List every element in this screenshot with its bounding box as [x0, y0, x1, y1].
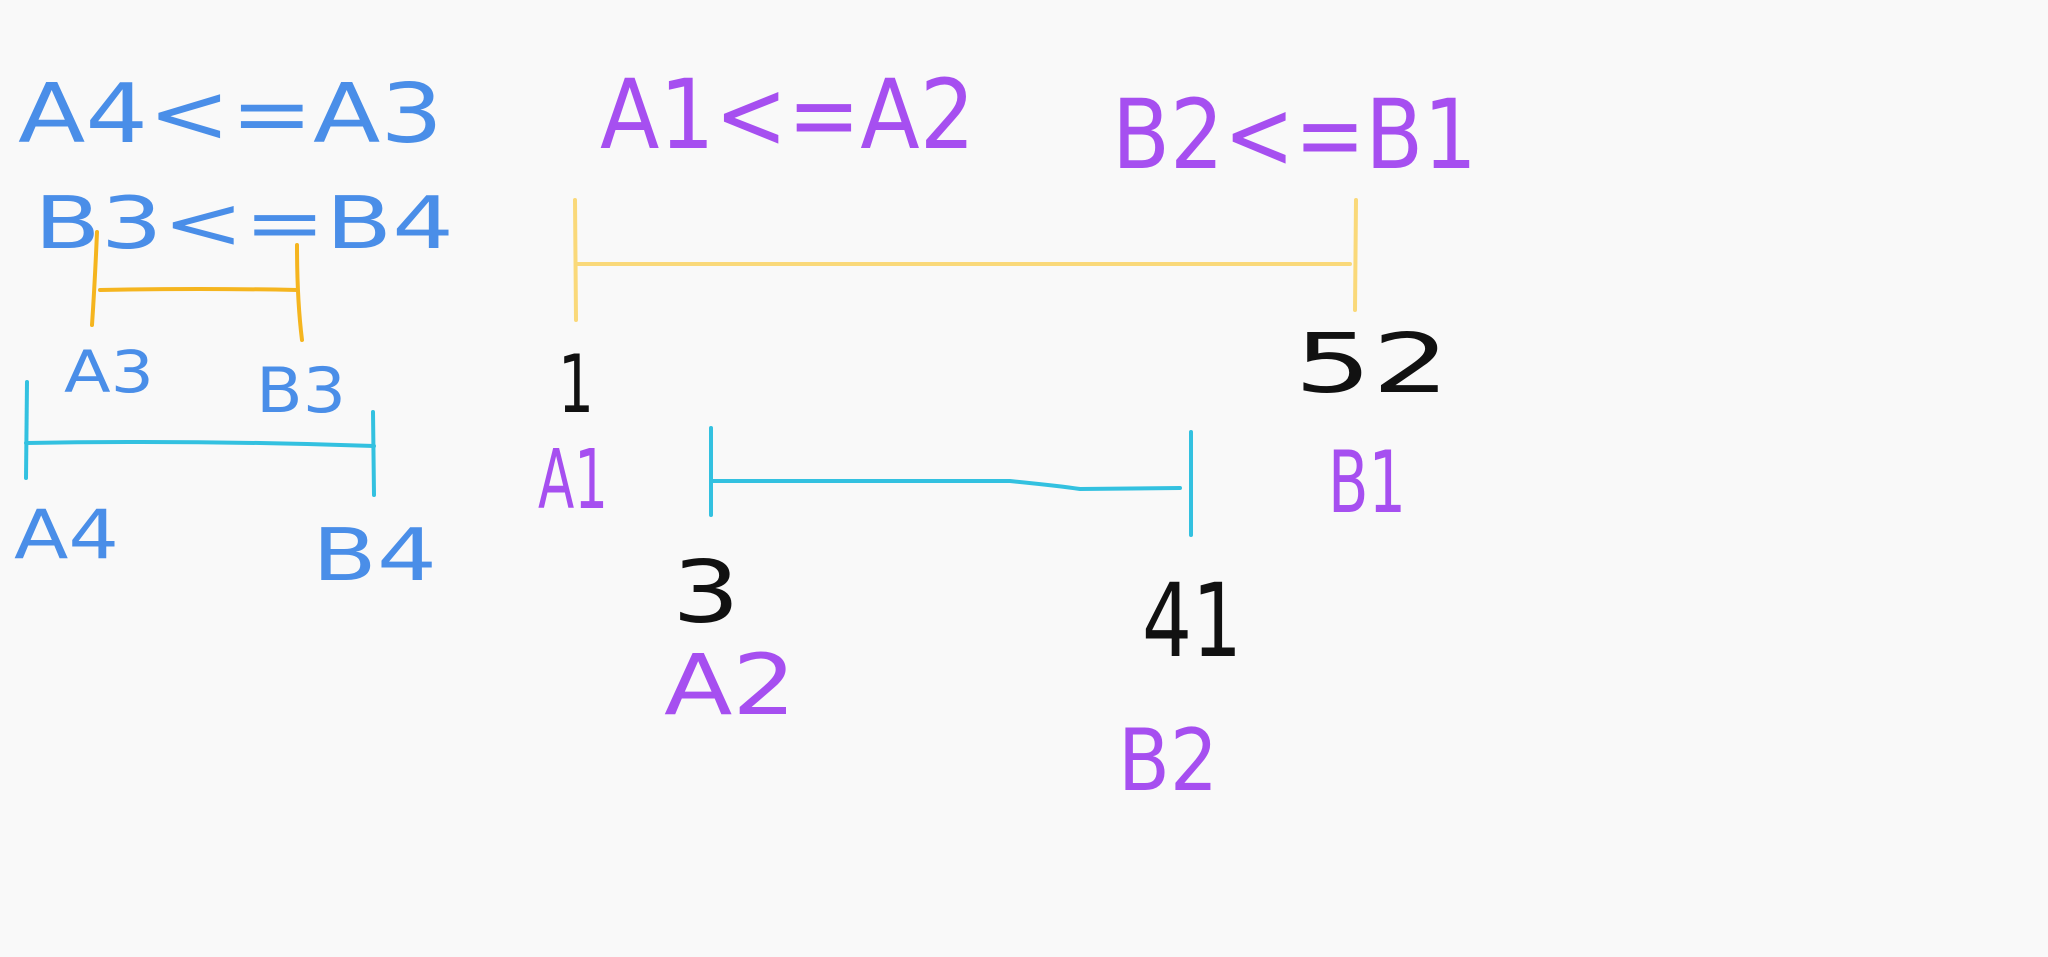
value-a1: 1: [558, 338, 594, 431]
condition-a1-le-a2: A1<=A2: [600, 59, 975, 171]
value-b2: 41: [1142, 562, 1242, 681]
interval-a3-b3-right-tick: [295, 243, 304, 342]
interval-a4-b4-line: [24, 440, 376, 448]
condition-b2-le-b1: B2<=B1: [1112, 79, 1477, 191]
interval-a1-b1-left-tick: [573, 198, 578, 322]
label-a2: A2: [664, 636, 796, 734]
interval-a3-b3-line: [98, 287, 299, 292]
interval-a3-b3: [90, 230, 304, 342]
label-b4: B4: [312, 513, 437, 597]
condition-b3-le-b4: B3<=B4: [34, 181, 454, 265]
label-a1: A1: [538, 433, 608, 528]
label-b3: B3: [256, 354, 346, 427]
interval-a3-b3-left-tick: [90, 230, 99, 327]
interval-a2-b2-line: [710, 479, 1182, 492]
label-a4: A4: [14, 496, 119, 575]
interval-a1-b1: [573, 198, 1358, 322]
value-b1: 52: [1294, 317, 1450, 412]
interval-a4-b4-right-tick: [371, 410, 376, 497]
interval-a2-b2: [709, 426, 1193, 537]
label-b2: B2: [1118, 711, 1218, 811]
value-a2: 3: [672, 543, 740, 643]
label-a3: A3: [64, 338, 154, 406]
interval-a1-b1-right-tick: [1353, 198, 1358, 312]
label-b1: B1: [1328, 433, 1406, 533]
interval-a4-b4: [24, 380, 376, 497]
condition-a4-le-a3: A4<=A3: [18, 67, 443, 162]
interval-a4-b4-left-tick: [24, 380, 29, 480]
